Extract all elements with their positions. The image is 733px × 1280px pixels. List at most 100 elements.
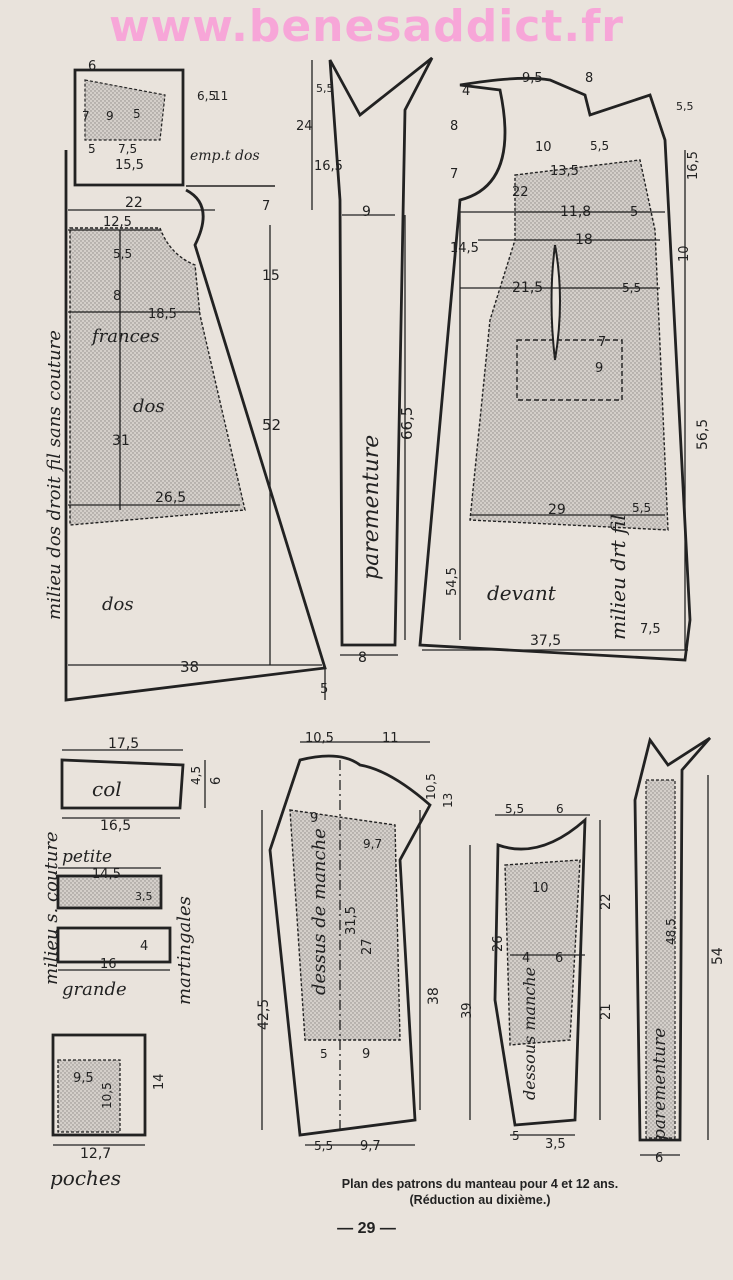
m: 31 (112, 433, 130, 449)
m: 12,7 (80, 1146, 111, 1162)
label-petite: petite (62, 847, 112, 867)
m: 8 (113, 289, 121, 304)
m: 10,5 (424, 773, 438, 800)
m: 7,5 (640, 622, 661, 637)
label-grande: grande (62, 979, 127, 1000)
m: 8 (585, 71, 593, 86)
label-devant: devant (487, 581, 557, 605)
parementure-bottom (633, 736, 712, 1156)
m: 4 (462, 84, 470, 99)
m: 9 (106, 109, 114, 123)
m: 21 (599, 1003, 614, 1020)
m: 27 (360, 938, 375, 955)
m: 9 (362, 1047, 370, 1062)
parementure-top (311, 56, 434, 656)
m: 26 (491, 935, 506, 952)
caption-line-2: (Réduction au dixième.) (409, 1193, 551, 1207)
m: 14 (152, 1073, 167, 1090)
pattern-texts: 6 7 9 5 6,5 11 5 7,5 15,5 emp.t dos 22 7… (41, 59, 726, 1190)
label-milieu-s-couture: milieu s. couture (41, 831, 62, 985)
devant-piece (418, 76, 692, 662)
m: 5 (630, 205, 638, 220)
m: 15 (262, 268, 280, 284)
m: 38 (426, 987, 442, 1005)
m: 37,5 (530, 633, 561, 649)
m: 5,5 (590, 139, 609, 153)
m: 8 (450, 119, 458, 134)
m: 7 (82, 109, 90, 123)
m: 13 (441, 793, 455, 808)
m: 10,5 (100, 1082, 114, 1109)
m: 4 (522, 951, 530, 966)
m: 54,5 (445, 567, 460, 596)
caption-line-1: Plan des patrons du manteau pour 4 et 12… (341, 1177, 619, 1191)
m: 3,5 (135, 890, 153, 903)
m: 24 (296, 119, 313, 134)
label-dessus-de-manche: dessus de manche (309, 828, 330, 995)
m: 6,5 (197, 89, 216, 103)
m: 17,5 (108, 736, 139, 752)
m: 38 (180, 658, 199, 676)
m: 10,5 (305, 731, 334, 746)
m: 7,5 (118, 142, 137, 156)
dessus-manche (261, 741, 432, 1146)
label-emp-dos: emp.t dos (190, 148, 260, 164)
m: 10 (535, 140, 552, 155)
label-parementure: parementure (359, 435, 384, 580)
m: 52 (262, 416, 281, 434)
watermark: www.benesaddict.fr (109, 1, 624, 52)
m: 5 (320, 682, 328, 697)
m: 11,8 (560, 204, 591, 220)
m: 14,5 (450, 241, 479, 256)
m: 7 (262, 199, 270, 214)
m: 5 (512, 1129, 520, 1143)
m: 4 (140, 939, 148, 954)
m: 5 (88, 142, 96, 156)
m: 5,5 (113, 247, 132, 261)
m: 5,5 (316, 82, 334, 95)
m: 18 (575, 232, 593, 248)
m: 7 (598, 335, 606, 350)
label-milieu-dos: milieu dos droit fil sans couture (44, 330, 65, 620)
m: 6 (655, 1151, 663, 1166)
m: 21,5 (512, 280, 543, 296)
m: 6 (556, 802, 564, 816)
m: 5,5 (314, 1139, 333, 1153)
m: 29 (548, 502, 566, 518)
m: 22 (512, 185, 529, 200)
m: 5,5 (505, 802, 524, 816)
m: 6 (209, 777, 224, 785)
m: 6 (555, 951, 563, 966)
m: 14,5 (92, 867, 121, 882)
m: 54 (710, 947, 726, 965)
m: 5,5 (676, 100, 694, 113)
m: 22 (599, 893, 614, 910)
m: 9,7 (360, 1139, 381, 1154)
m: 5 (320, 1047, 328, 1061)
m: 66,5 (398, 407, 416, 440)
page-number: — 29 — (337, 1220, 396, 1237)
m: 16 (100, 957, 117, 972)
m: 9 (595, 361, 603, 376)
m: 16,5 (100, 818, 131, 834)
m: 15,5 (115, 158, 144, 173)
m: 22 (125, 195, 143, 211)
m: 5,5 (622, 281, 641, 295)
label-milieu-dt-fil: milieu drt fil (606, 514, 630, 640)
m: 3,5 (545, 1137, 566, 1152)
label-poches: poches (50, 1166, 121, 1190)
poches-piece (51, 1033, 147, 1146)
m: 12,5 (103, 215, 132, 230)
m: 9,5 (522, 71, 543, 86)
m: 5 (133, 107, 141, 121)
martingales (56, 867, 172, 971)
dessous-manche (469, 814, 601, 1136)
m: 6 (88, 59, 96, 74)
m: 42,5 (256, 999, 272, 1030)
label-dos-inner: dos (133, 396, 165, 417)
label-parementure-2: parementure (650, 1028, 670, 1140)
label-dessous-manche: dessous manche (520, 967, 539, 1100)
m: 11 (213, 89, 228, 103)
m: 4,5 (189, 766, 203, 785)
